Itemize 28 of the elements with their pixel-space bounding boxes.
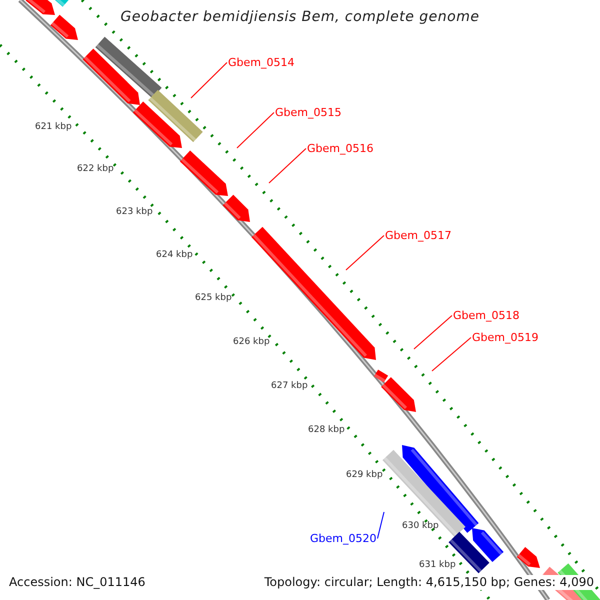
tick-label: 626 kbp <box>233 337 270 348</box>
gene-label: Gbem_0519 <box>472 331 538 344</box>
tick-label: 627 kbp <box>271 381 308 392</box>
leader-line <box>236 112 274 148</box>
tick-label: 628 kbp <box>308 425 345 436</box>
gene-label: Gbem_0515 <box>275 106 342 119</box>
map-title: Geobacter bemidjiensis Bem, complete genome <box>120 9 480 25</box>
gene-label: Gbem_0517 <box>385 229 452 242</box>
gene-label: Gbem_0518 <box>453 309 520 322</box>
tick-label: 631 kbp <box>419 560 456 571</box>
tick-label: 629 kbp <box>346 470 383 481</box>
leader-line <box>346 235 384 270</box>
leader-line <box>414 315 452 350</box>
tick-label: 623 kbp <box>116 207 153 218</box>
tick-label: 625 kbp <box>195 293 232 304</box>
footer-text: Topology: circular; Length: 4,615,150 bp; Genes: 4,090 <box>264 575 594 590</box>
tick-label: 621 kbp <box>35 122 72 133</box>
tick-label: 624 kbp <box>156 250 193 261</box>
tick-label: 622 kbp <box>77 164 114 175</box>
leader-line <box>268 148 306 184</box>
footer-text: Accession: NC_011146 <box>9 575 146 590</box>
gene-label: Gbem_0516 <box>307 142 374 155</box>
gene-label: Gbem_0514 <box>228 56 294 69</box>
leader-line <box>432 337 472 372</box>
leader-line <box>190 62 228 98</box>
leader-line <box>376 512 384 539</box>
tick-label: 630 kbp <box>402 521 439 532</box>
gene-label: Gbem_0520 <box>310 532 376 545</box>
